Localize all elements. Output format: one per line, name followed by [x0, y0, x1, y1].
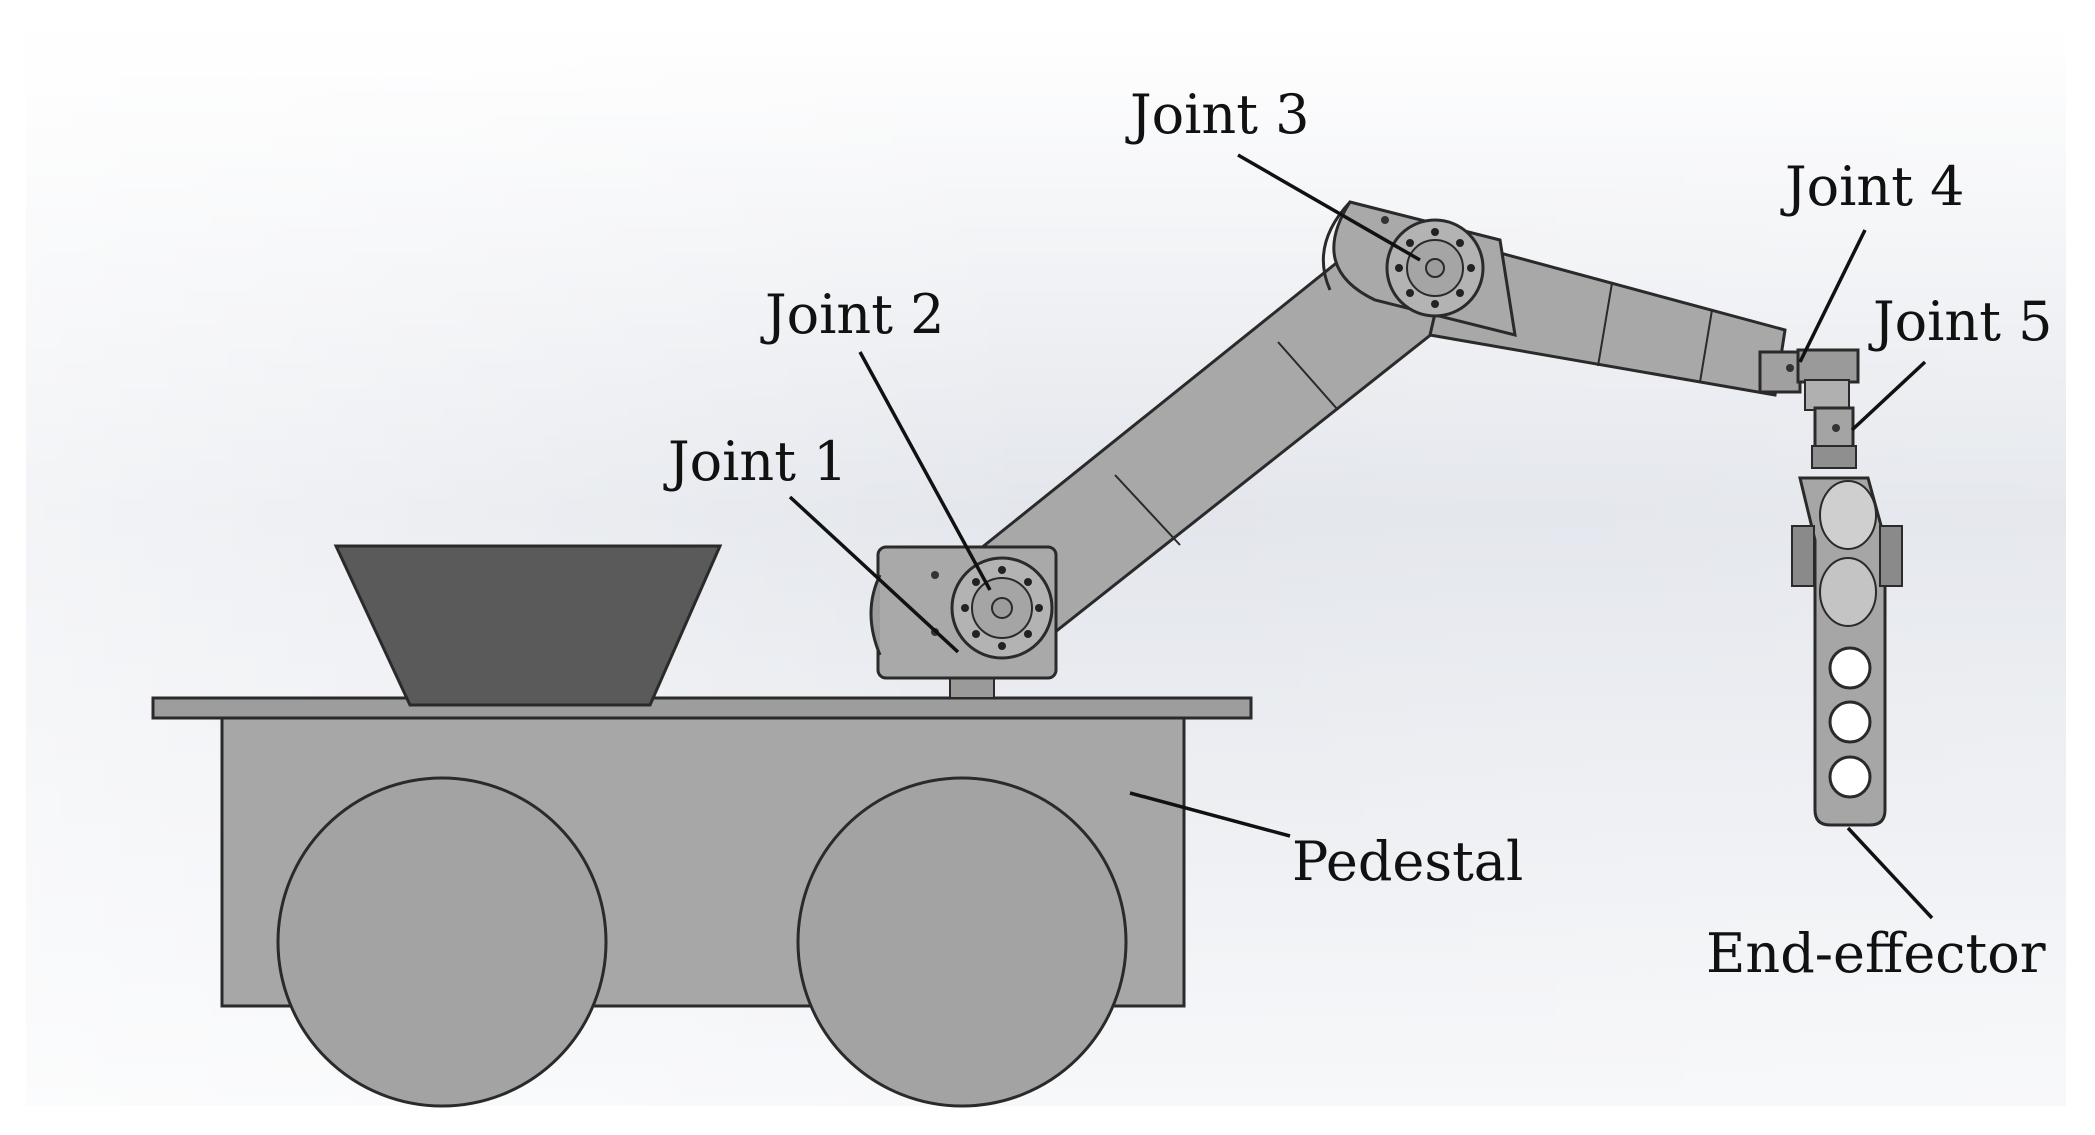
joint-5-leader: [1850, 360, 1927, 432]
wrist-assembly: [1758, 348, 1860, 469]
pedestal-label: Pedestal: [1292, 830, 1523, 893]
hopper-bin: [333, 544, 723, 707]
joint-5-label: Joint 5: [1868, 290, 2052, 353]
joint-3-label: Joint 3: [1125, 83, 1309, 146]
end-effector-label: End-effector: [1706, 922, 2046, 985]
upper-arm-seam-1: [1114, 474, 1181, 546]
pedestal-leader: [1129, 791, 1291, 838]
joint-1-leader: [788, 495, 960, 654]
joint-1-label: Joint 1: [663, 430, 847, 493]
wheel-right: [796, 776, 1128, 1108]
joint-3-flange: [1385, 218, 1485, 318]
forearm-seam-1: [1597, 282, 1613, 367]
wheel-left: [276, 776, 608, 1108]
end-effector-tool: [1791, 476, 1903, 827]
upper-arm-seam-2: [1277, 341, 1339, 411]
pedestal-top-plate: [151, 696, 1253, 720]
joint-2-label: Joint 2: [760, 283, 944, 346]
forearm-seam-2: [1699, 309, 1713, 383]
joint-4-leader: [1798, 229, 1867, 363]
end-effector-leader: [1846, 826, 1934, 920]
joint-3-leader: [1237, 153, 1421, 262]
joint-4-label: Joint 4: [1780, 155, 1964, 218]
joint-2-flange: [950, 556, 1054, 660]
pedestal: [151, 696, 1253, 1108]
robot-arm: [869, 200, 1903, 827]
joint-2-leader: [858, 351, 992, 591]
